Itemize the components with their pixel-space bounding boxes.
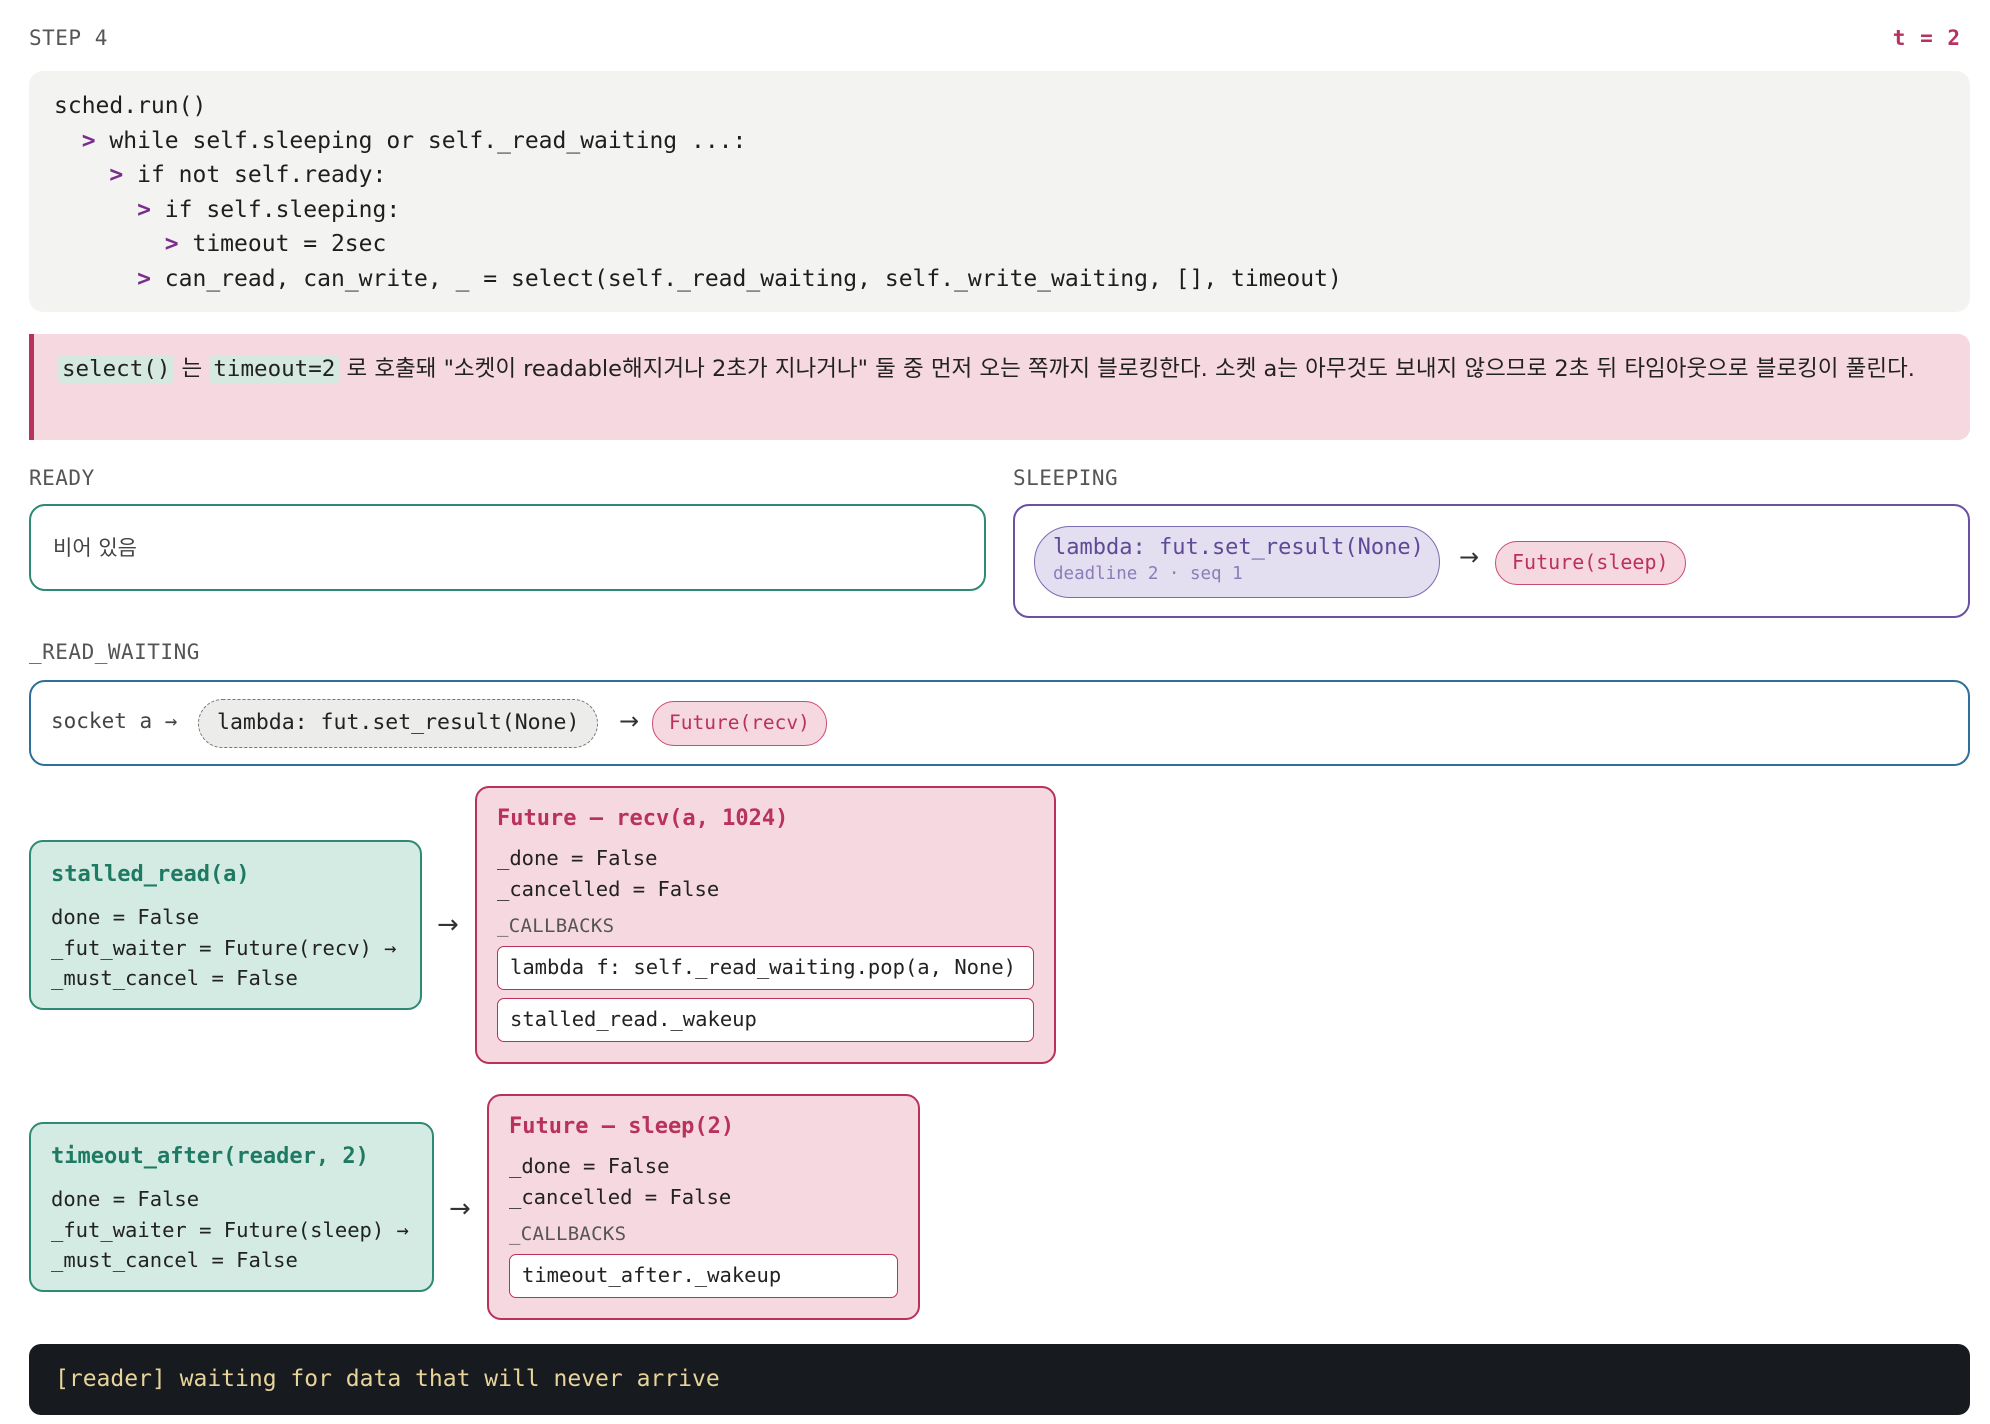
socket-key: socket a → bbox=[51, 709, 178, 733]
sleeping-queue-box: lambda: fut.set_result(None) deadline 2 … bbox=[1013, 504, 1970, 618]
ready-queue-box: 비어 있음 bbox=[29, 504, 986, 591]
callback-item: lambda f: self._read_waiting.pop(a, None… bbox=[497, 946, 1034, 990]
task-field: _must_cancel = False bbox=[51, 966, 298, 990]
task-field: done = False bbox=[51, 1187, 200, 1211]
future-badge: Future(recv) bbox=[652, 701, 827, 746]
caret-marker: > bbox=[164, 231, 179, 257]
callbacks-label: _CALLBACKS bbox=[509, 1223, 627, 1245]
callback-item: timeout_after._wakeup bbox=[509, 1254, 898, 1298]
task-title: timeout_after(reader, 2) bbox=[51, 1144, 369, 1169]
ready-empty-text: 비어 있음 bbox=[53, 536, 137, 560]
future-field: _cancelled = False bbox=[509, 1184, 732, 1209]
code-line: > timeout = 2sec bbox=[164, 231, 387, 257]
ready-label: READY bbox=[29, 466, 95, 490]
task-title: stalled_read(a) bbox=[51, 862, 250, 887]
code-line: > can_read, can_write, _ = select(self._… bbox=[137, 265, 1342, 292]
future-title: Future — sleep(2) bbox=[509, 1114, 735, 1139]
future-title: Future — recv(a, 1024) bbox=[497, 806, 789, 831]
explanation-note: select() 는 timeout=2 로 호출돼 "소켓이 readable… bbox=[29, 334, 1970, 440]
sleeping-label: SLEEPING bbox=[1013, 466, 1119, 490]
sleeping-callback: lambda: fut.set_result(None) bbox=[1053, 535, 1424, 560]
sleeping-entry-pill: lambda: fut.set_result(None) deadline 2 … bbox=[1034, 526, 1440, 598]
future-badge: Future(sleep) bbox=[1495, 541, 1686, 585]
future-card: Future — sleep(2) _done = False _cancell… bbox=[487, 1094, 920, 1320]
inline-code: select() bbox=[58, 355, 175, 383]
future-card: Future — recv(a, 1024) _done = False _ca… bbox=[475, 786, 1056, 1064]
sleeping-deadline: deadline 2 · seq 1 bbox=[1053, 564, 1243, 584]
task-card: timeout_after(reader, 2) done = False _f… bbox=[29, 1122, 434, 1292]
code-line: sched.run() bbox=[54, 93, 207, 119]
future-field: _done = False bbox=[509, 1154, 670, 1178]
caret-marker: > bbox=[109, 162, 124, 188]
callbacks-label: _CALLBACKS bbox=[497, 915, 615, 937]
inline-code: timeout=2 bbox=[209, 355, 340, 383]
step-label: STEP 4 bbox=[29, 26, 108, 50]
task-field: _fut_waiter = Future(recv) → bbox=[51, 935, 397, 960]
read-waiting-box: socket a → lambda: fut.set_result(None) … bbox=[29, 680, 1970, 766]
callback-item: stalled_read._wakeup bbox=[497, 998, 1034, 1042]
arrow-right-icon: → bbox=[449, 1194, 471, 1224]
future-field: _cancelled = False bbox=[497, 876, 720, 901]
future-field: _done = False bbox=[497, 846, 658, 870]
code-line: > if not self.ready: bbox=[109, 162, 387, 188]
caret-marker: > bbox=[137, 196, 151, 223]
code-trace-block: sched.run() > while self.sleeping or sel… bbox=[29, 71, 1970, 312]
task-field: done = False bbox=[51, 905, 200, 929]
arrow-right-icon: → bbox=[619, 707, 640, 735]
caret-marker: > bbox=[81, 127, 96, 154]
task-field: _must_cancel = False bbox=[51, 1248, 298, 1272]
terminal-output: [reader] waiting for data that will neve… bbox=[29, 1344, 1970, 1415]
task-field: _fut_waiter = Future(sleep) → bbox=[51, 1217, 409, 1242]
arrow-right-icon: → bbox=[437, 910, 459, 940]
read-waiting-label: _READ_WAITING bbox=[29, 640, 200, 664]
arrow-right-icon: → bbox=[1459, 543, 1480, 571]
read-waiting-callback: lambda: fut.set_result(None) bbox=[198, 699, 599, 748]
caret-marker: > bbox=[137, 265, 151, 292]
code-line: > if self.sleeping: bbox=[137, 196, 401, 223]
code-line: > while self.sleeping or self._read_wait… bbox=[81, 127, 747, 154]
time-label: t = 2 bbox=[1892, 26, 1961, 50]
task-card: stalled_read(a) done = False _fut_waiter… bbox=[29, 840, 422, 1010]
